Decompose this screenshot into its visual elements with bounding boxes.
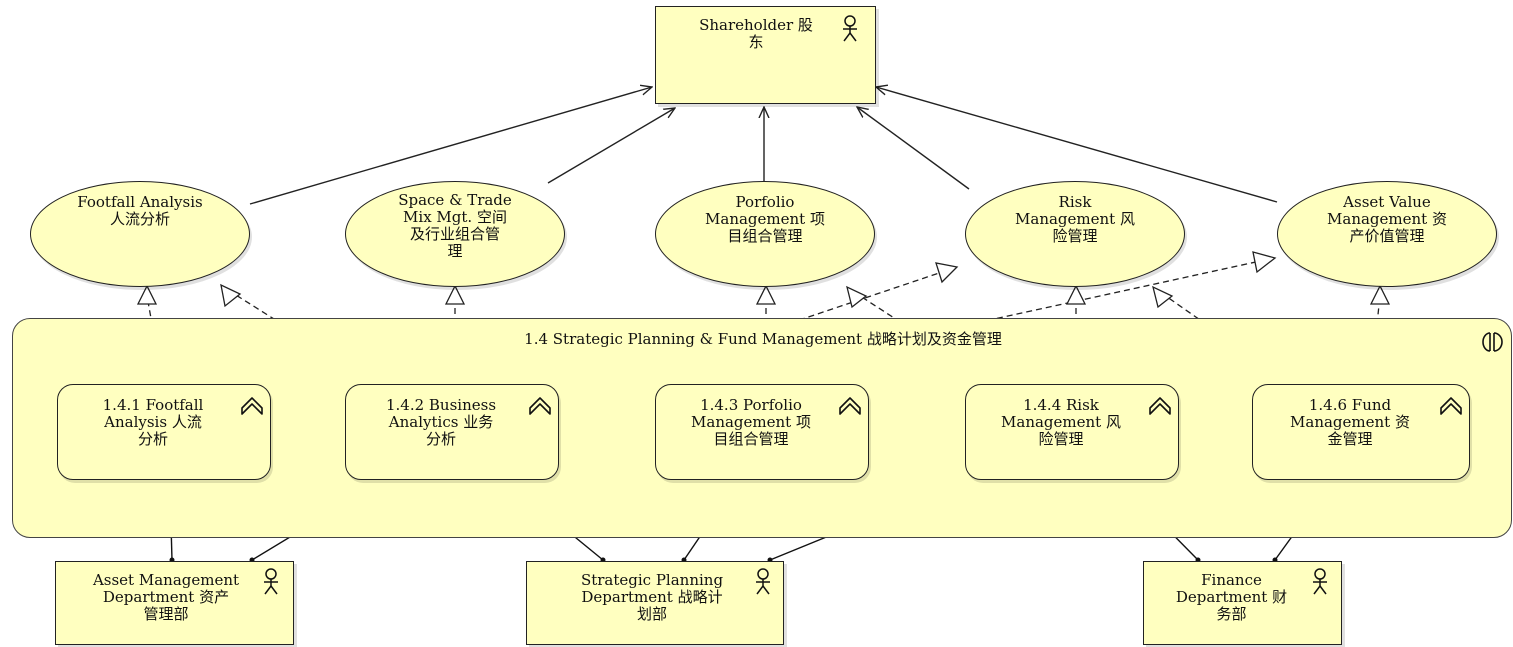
service-icon [1440,397,1462,415]
service-label: 1.4.1 Footfall Analysis 人流 分析 [102,396,204,448]
department-label: Finance Department 财 务部 [1175,571,1288,623]
service-fund-management[interactable]: 1.4.6 Fund Management 资 金管理 [1252,384,1470,480]
goal-label: Footfall Analysis 人流分析 [77,193,203,228]
service-icon [529,397,551,415]
service-risk-management[interactable]: 1.4.4 Risk Management 风 险管理 [965,384,1179,480]
service-footfall-analysis[interactable]: 1.4.1 Footfall Analysis 人流 分析 [57,384,271,480]
goal-label: Porfolio Management 项 目组合管理 [705,193,825,245]
service-portfolio-management[interactable]: 1.4.3 Porfolio Management 项 目组合管理 [655,384,869,480]
goal-label: Space & Trade Mix Mgt. 空间 及行业组合管 理 [398,191,512,260]
service-business-analytics[interactable]: 1.4.2 Business Analytics 业务 分析 [345,384,559,480]
service-icon [839,397,861,415]
service-icon [241,397,263,415]
asset-value-to-shareholder-arrow [876,87,1278,203]
service-label: 1.4.6 Fund Management 资 金管理 [1290,396,1410,448]
asset-management-department-actor[interactable]: Asset Management Department 资产 管理部 [55,561,294,645]
goal-label: Asset Value Management 资 产价值管理 [1327,193,1447,245]
space-trade-to-shareholder-arrow [547,108,675,184]
component-icon [1482,332,1503,352]
strategic-planning-department-actor[interactable]: Strategic Planning Department 战略计 划部 [526,561,784,645]
influence-connectors [249,87,1278,205]
shareholder-label: Shareholder 股 东 [699,16,813,51]
shareholder-actor[interactable]: Shareholder 股 东 [655,6,876,104]
actor-icon [264,568,278,595]
realization-arrowheads [136,251,1391,309]
actor-icon [843,15,857,42]
footfall-to-shareholder-arrow [249,87,652,205]
department-label: Asset Management Department 资产 管理部 [92,571,240,623]
goal-label: Risk Management 风 险管理 [1015,193,1135,245]
service-label: 1.4.4 Risk Management 风 险管理 [1001,396,1121,448]
department-label: Strategic Planning Department 战略计 划部 [580,571,724,623]
goal-risk-management[interactable]: Risk Management 风 险管理 [965,181,1185,287]
goal-asset-value-management[interactable]: Asset Value Management 资 产价值管理 [1277,181,1497,287]
goal-footfall-analysis[interactable]: Footfall Analysis 人流分析 [30,181,250,287]
risk-to-shareholder-arrow [857,107,970,190]
finance-department-actor[interactable]: Finance Department 财 务部 [1143,561,1342,645]
service-label: 1.4.3 Porfolio Management 项 目组合管理 [691,396,811,448]
goal-space-trade-mix[interactable]: Space & Trade Mix Mgt. 空间 及行业组合管 理 [345,181,565,287]
actor-icon [756,568,770,595]
actor-icon [1313,568,1327,595]
service-icon [1149,397,1171,415]
service-label: 1.4.2 Business Analytics 业务 分析 [385,396,497,448]
group-title: 1.4 Strategic Planning & Fund Management… [524,330,1002,348]
goal-portfolio-management[interactable]: Porfolio Management 项 目组合管理 [655,181,875,287]
